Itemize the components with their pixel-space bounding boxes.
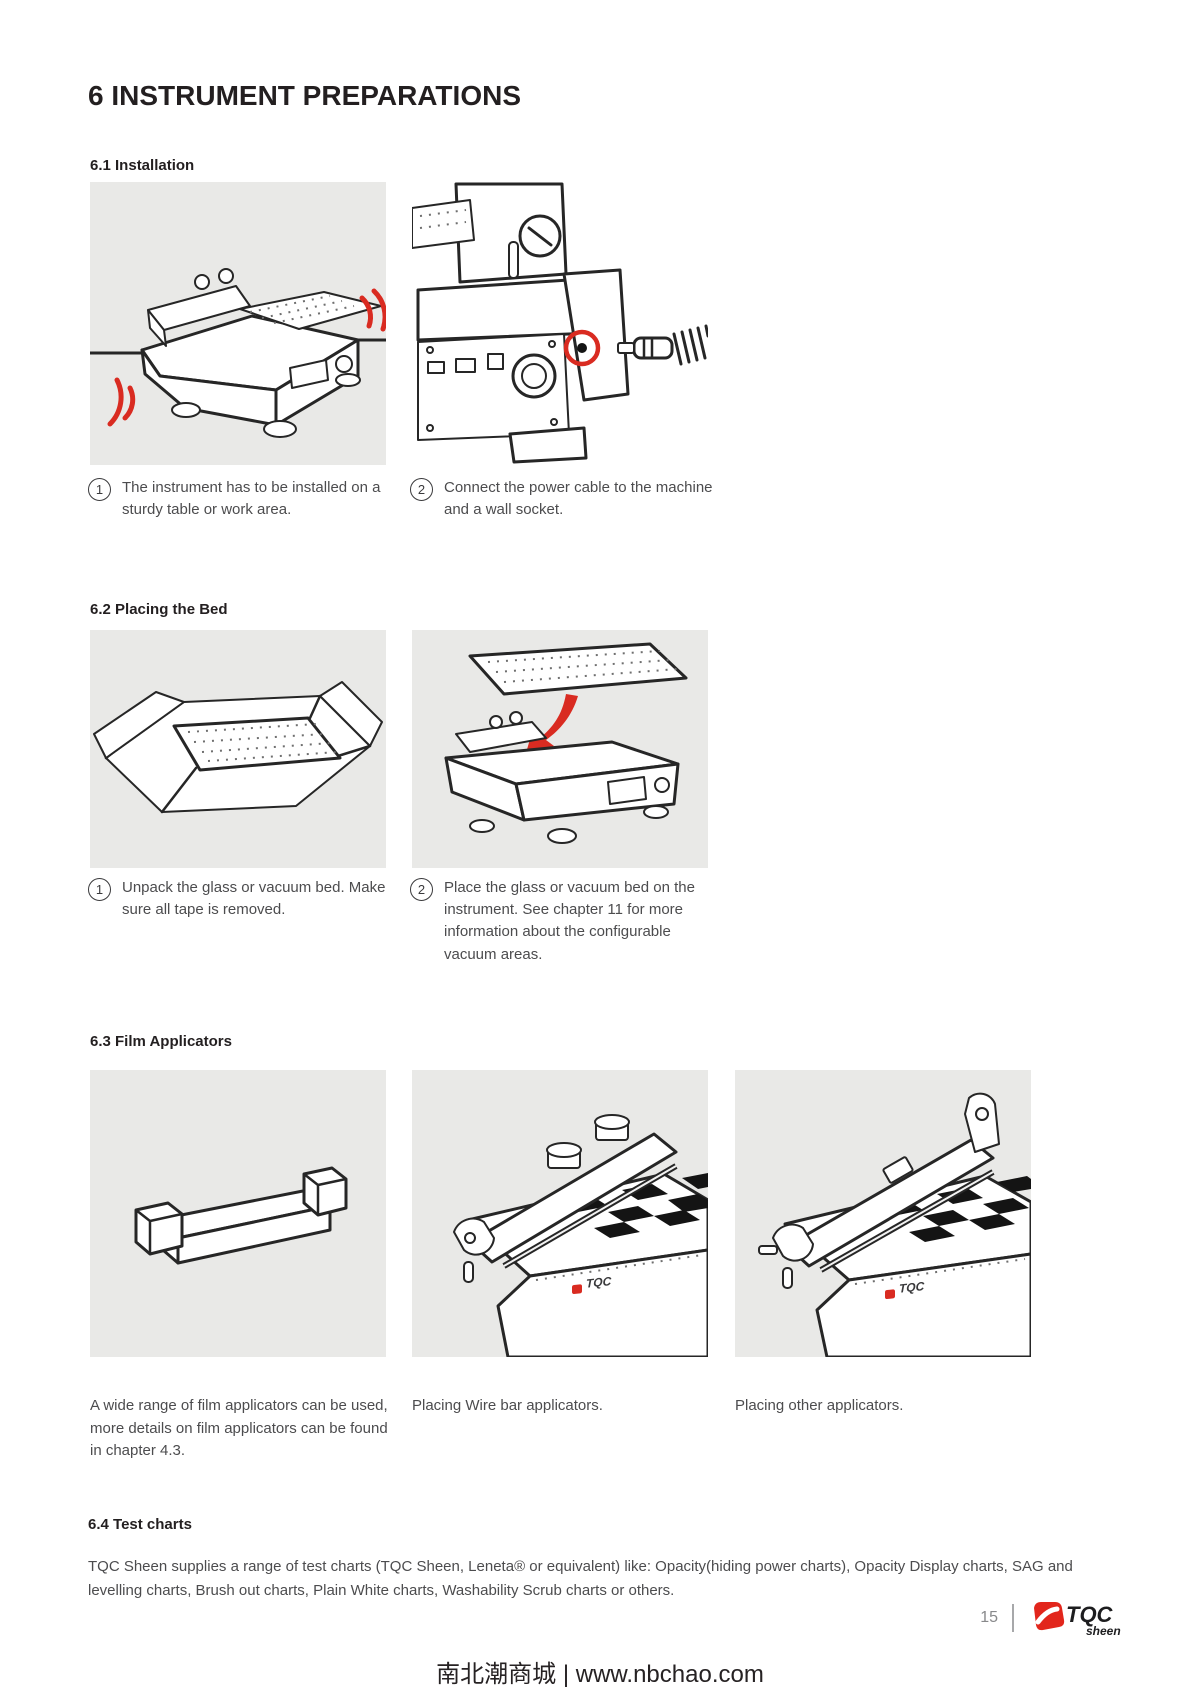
step-number-badge: 1 [88, 878, 111, 901]
section-heading-installation: 6.1 Installation [90, 157, 195, 174]
figure-wire-bar-applicator: TQC [412, 1070, 708, 1357]
unpacked-bed-illustration [93, 681, 383, 814]
step-text: Unpack the glass or vacuum bed. Make sur… [122, 879, 386, 919]
section-heading-test-charts: 6.4 Test charts [88, 1516, 192, 1533]
figure-film-applicator [90, 1070, 386, 1357]
figure-unpack-bed [90, 630, 386, 868]
step-item: 1 Unpack the glass or vacuum bed. Make s… [88, 877, 394, 921]
caption-wire-bar: Placing Wire bar applicators. [412, 1397, 603, 1414]
section-heading-film-applicators: 6.3 Film Applicators [90, 1033, 232, 1050]
step-item: 2 Place the glass or vacuum bed on the i… [410, 877, 716, 966]
step-number-badge: 2 [410, 878, 433, 901]
tqc-sheen-logo: TQC sheen [1028, 1598, 1124, 1638]
step-number-badge: 1 [88, 478, 111, 501]
other-applicator-illustration: TQC [758, 1092, 1031, 1357]
instrument-on-table-illustration [90, 268, 386, 438]
tqc-logo-icon: TQC sheen [1034, 1602, 1121, 1638]
logo-text-primary: TQC [1066, 1602, 1114, 1627]
figure-power-cable [412, 182, 708, 465]
caption-film-applicators: A wide range of film applicators can be … [90, 1397, 388, 1459]
placement-arrow-icon [524, 694, 578, 760]
figure-install-table [90, 182, 386, 465]
machine-logo-text: TQC [586, 1274, 612, 1291]
film-applicator-illustration [134, 1166, 348, 1265]
logo-text-secondary: sheen [1086, 1624, 1121, 1638]
socket-highlight-circle-icon [563, 329, 601, 367]
step-text: Place the glass or vacuum bed on the ins… [444, 879, 695, 963]
step-item: 1 The instrument has to be installed on … [88, 477, 394, 521]
step-item: 2 Connect the power cable to the machine… [410, 477, 716, 521]
test-charts-paragraph: TQC Sheen supplies a range of test chart… [88, 1558, 1073, 1599]
caption-other-applicators: Placing other applicators. [735, 1397, 904, 1414]
page-footer: 15 TQC sheen [980, 1598, 1124, 1638]
page-number: 15 [980, 1609, 998, 1626]
applicator-knob [546, 1142, 582, 1169]
wire-bar-applicator-illustration: TQC [453, 1114, 708, 1357]
power-cable-illustration [412, 182, 708, 464]
machine-logo: TQC [572, 1274, 612, 1294]
machine-logo: TQC [885, 1279, 925, 1300]
step-text: Connect the power cable to the machine a… [444, 479, 713, 519]
step-text: The instrument has to be installed on a … [122, 479, 381, 519]
machine-logo-text: TQC [899, 1279, 925, 1296]
page-title: 6 INSTRUMENT PREPARATIONS [88, 80, 521, 111]
footer-divider [1012, 1604, 1014, 1632]
step-number-badge: 2 [410, 478, 433, 501]
vibration-arc-icon [122, 385, 136, 421]
site-watermark: 南北潮商城 | www.nbchao.com [436, 1661, 764, 1688]
bed-placement-illustration [444, 642, 688, 844]
section-heading-placing-bed: 6.2 Placing the Bed [90, 601, 228, 618]
figure-other-applicator: TQC [735, 1070, 1031, 1357]
applicator-knob [594, 1114, 630, 1141]
figure-place-bed [412, 630, 708, 868]
